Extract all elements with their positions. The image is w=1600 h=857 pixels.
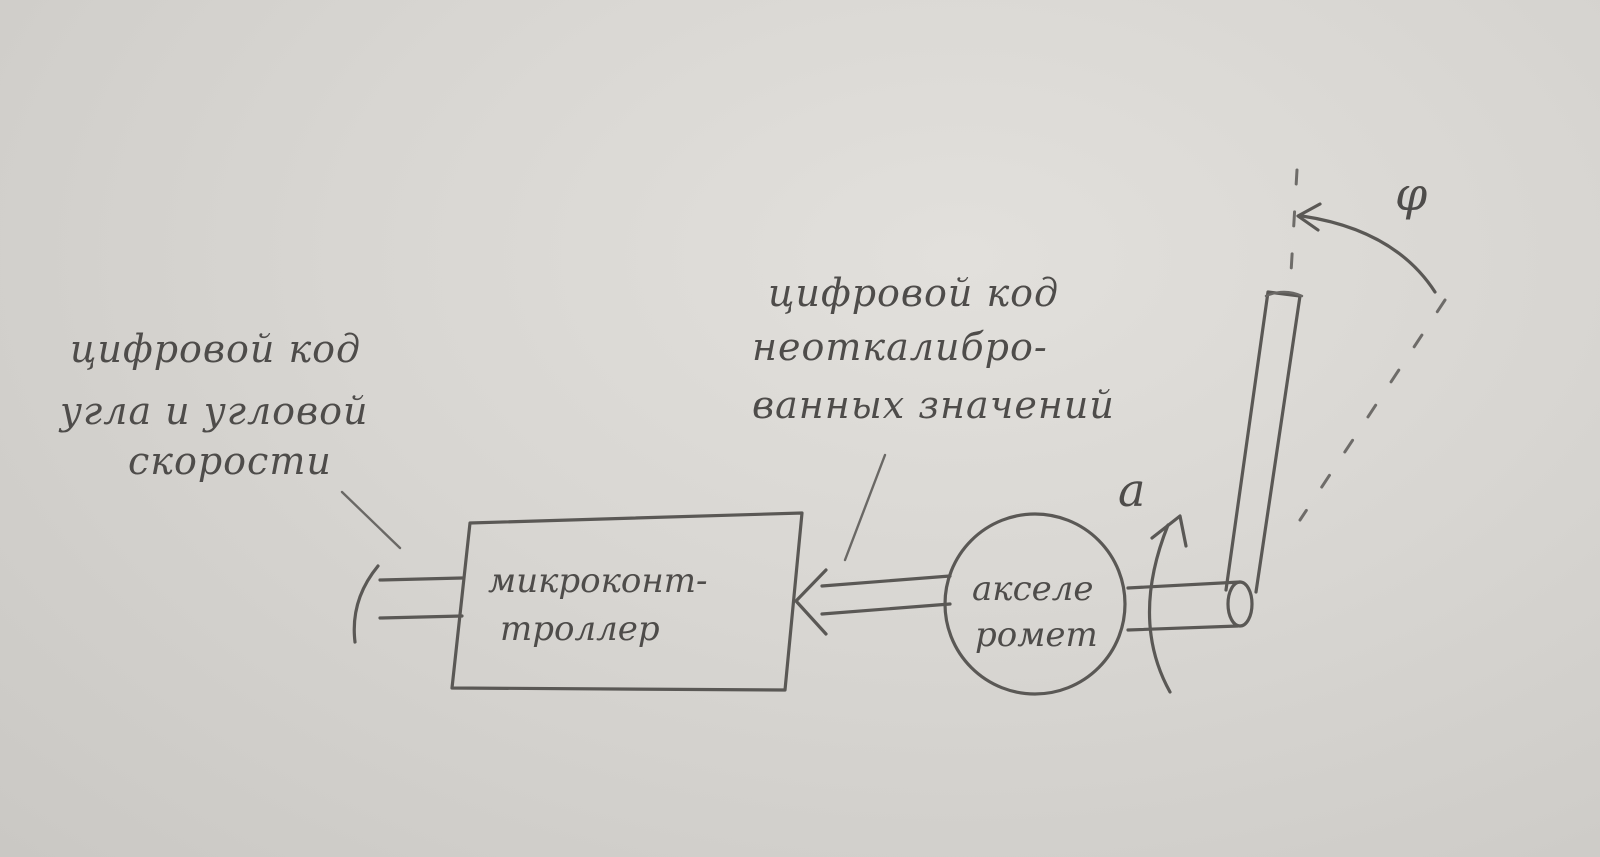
angle-arc: φ [1296, 167, 1437, 294]
angle-symbol: φ [1395, 167, 1428, 221]
pendulum-arm [1224, 290, 1304, 594]
output-arrow [352, 564, 464, 644]
accelerometer-block: акселе ромет [943, 512, 1127, 696]
deflected-position-line [1298, 298, 1447, 522]
input-label-line-1: цифровой код [768, 271, 1059, 315]
microcontroller-block: микроконт- троллер [450, 511, 804, 692]
input-label-line-2: неоткалибро- [752, 325, 1048, 369]
acceleration-symbol: a [1118, 463, 1145, 517]
output-label: цифровой код угла и угловой скорости [58, 327, 402, 550]
accelerometer-label-line-1: акселе [972, 569, 1094, 609]
output-label-line-2: угла и угловой [58, 389, 369, 433]
input-leader-line [843, 453, 887, 562]
rotation-arrow: a [1118, 463, 1188, 694]
output-label-line-3: скорости [128, 439, 332, 483]
output-label-line-1: цифровой код [70, 327, 361, 371]
microcontroller-label-line-2: троллер [500, 609, 660, 649]
microcontroller-label-line-1: микроконт- [488, 561, 708, 601]
accelerometer-label-line-2: ромет [975, 615, 1098, 655]
shaft [1126, 580, 1254, 632]
input-label: цифровой код неоткалибро- ванных значени… [752, 271, 1115, 562]
input-label-line-3: ванных значений [752, 383, 1115, 427]
vertical-reference-line [1288, 168, 1299, 292]
output-leader-line [340, 490, 402, 550]
data-arrow [794, 568, 952, 636]
